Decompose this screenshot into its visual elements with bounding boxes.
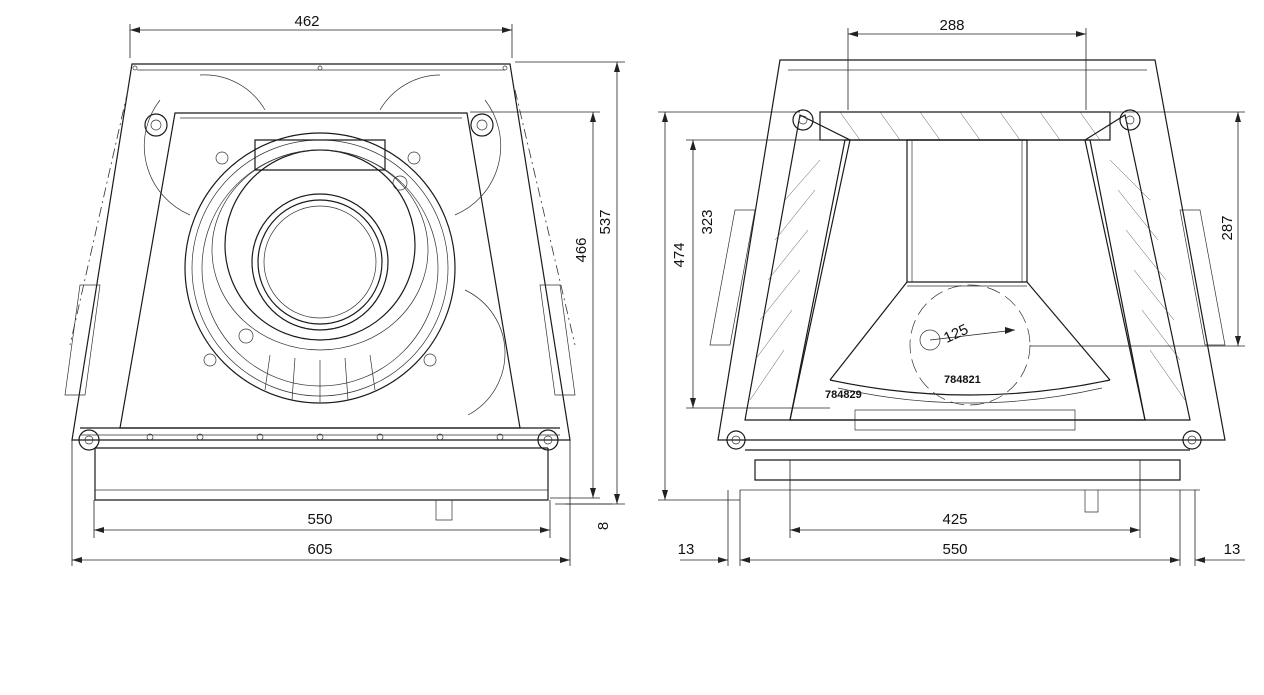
fan-housing (184, 132, 456, 404)
dim-side-inner-height: 323 (699, 209, 716, 234)
duct-circle: 125 (909, 284, 1031, 406)
mount-lug (792, 109, 814, 131)
dim-side-right-offset: 13 (1224, 541, 1241, 558)
dim-side-left-offset: 13 (678, 541, 695, 558)
dim-side-duct-diameter: 125 (941, 321, 971, 347)
mount-lug (470, 113, 494, 137)
dim-side-total-height: 474 (671, 242, 688, 267)
dim-side-base-width: 550 (942, 541, 967, 558)
mount-lug (78, 429, 100, 451)
side-view: 125 784821 784829 (658, 17, 1245, 566)
dim-front-body-height: 466 (573, 237, 590, 262)
dim-side-right-height: 287 (1219, 215, 1236, 240)
front-view: 462 537 466 8 550 605 (64, 13, 625, 566)
dim-front-top-width: 462 (294, 13, 319, 30)
dim-front-base-width: 550 (307, 511, 332, 528)
dim-side-top-width: 288 (939, 17, 964, 34)
dim-front-foot-offset: 8 (595, 522, 612, 530)
dim-front-overall-width: 605 (307, 541, 332, 558)
part-label-a: 784821 (944, 374, 981, 386)
mount-lug (726, 430, 746, 450)
dim-side-inner-width: 425 (942, 511, 967, 528)
mount-lug (144, 113, 168, 137)
mount-lug (1182, 430, 1202, 450)
part-label-b: 784829 (825, 389, 862, 401)
dim-front-total-height: 537 (597, 209, 614, 234)
mount-lug (1119, 109, 1141, 131)
